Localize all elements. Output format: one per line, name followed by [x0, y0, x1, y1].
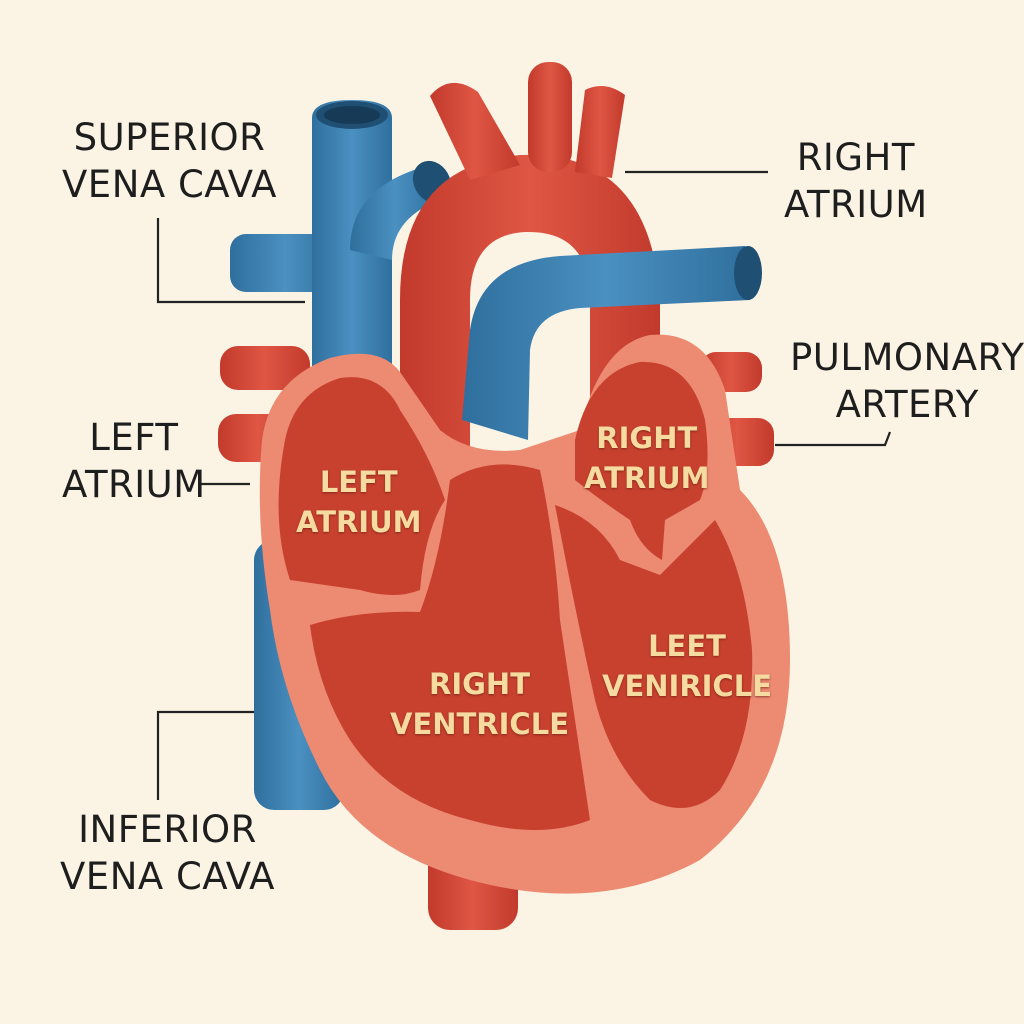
aortic-branch-3: [575, 86, 625, 178]
pulmonary-artery-vessel: [462, 246, 750, 440]
leader-superior-vena-cava: [156, 218, 305, 304]
aortic-branch-2: [528, 62, 572, 172]
label-superior-vena-cava: SUPERIOR VENA CAVA: [62, 116, 277, 206]
label-right-atrium: RIGHT ATRIUM: [784, 136, 928, 226]
right-atrium-chamber: [575, 361, 708, 560]
chamber-label-right-ventricle: RIGHT VENTRICLE: [390, 667, 569, 741]
left-atrium-chamber: [278, 377, 445, 595]
label-left-atrium: LEFT ATRIUM: [62, 416, 206, 506]
leader-pulmonary-artery: [775, 431, 892, 447]
chamber-label-left-ventricle: LEET VENIRICLE: [602, 629, 773, 703]
leader-inferior-vena-cava: [156, 710, 255, 800]
superior-vena-cava-vessel: [312, 100, 392, 420]
left-pulmonary-vessel-upper: [220, 346, 310, 390]
left-ventricle-chamber: [555, 505, 753, 808]
label-inferior-vena-cava: INFERIOR VENA CAVA: [60, 808, 275, 898]
chamber-label-left-atrium: LEFT ATRIUM: [296, 465, 422, 539]
label-pulmonary-artery: PULMONARY ARTERY: [790, 336, 1024, 426]
right-ventricle-chamber: [310, 464, 590, 830]
chamber-label-right-atrium: RIGHT ATRIUM: [584, 421, 710, 495]
aortic-branch-1: [430, 82, 520, 180]
leader-lines: [156, 170, 892, 800]
